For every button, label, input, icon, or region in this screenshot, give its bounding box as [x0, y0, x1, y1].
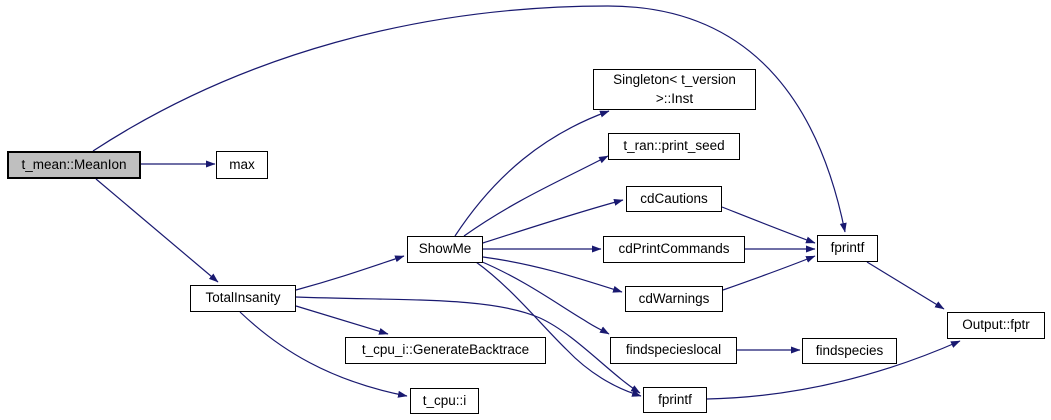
edge-totalinsanity-showme — [295, 255, 405, 291]
node-output-fptr[interactable]: Output::fptr — [947, 312, 1045, 339]
edge-showme-cdwarnings — [482, 256, 623, 293]
node-fprintf-right[interactable]: fprintf — [817, 235, 878, 262]
edge-fprintf-right-outputfptr — [866, 261, 945, 310]
edge-showme-printseed — [463, 155, 609, 237]
edge-meanion-totalinsanity — [95, 178, 219, 283]
node-singleton-inst[interactable]: Singleton< t_version >::Inst — [593, 69, 756, 110]
node-generatebacktrace[interactable]: t_cpu_i::GenerateBacktrace — [345, 337, 546, 364]
node-showme[interactable]: ShowMe — [407, 236, 483, 263]
node-max[interactable]: max — [216, 151, 268, 179]
edge-showme-cdcautions — [482, 198, 624, 244]
edge-cdcautions-fprintf-right — [721, 206, 816, 244]
node-t-cpu-i[interactable]: t_cpu::i — [410, 388, 479, 414]
node-meanion: t_mean::MeanIon — [7, 151, 141, 179]
edge-totalinsanity-tcpui — [239, 311, 408, 398]
edge-totalinsanity-fprintf-bottom — [295, 296, 641, 394]
edge-meanion-fprintf-right — [92, 5, 847, 233]
node-cdcautions[interactable]: cdCautions — [626, 186, 722, 212]
node-cdprintcommands[interactable]: cdPrintCommands — [603, 236, 745, 263]
edge-showme-findspecieslocal — [479, 260, 610, 335]
node-print-seed[interactable]: t_ran::print_seed — [608, 133, 740, 160]
node-cdwarnings[interactable]: cdWarnings — [625, 286, 723, 312]
edge-showme-singleton — [454, 110, 610, 237]
node-fprintf-bottom[interactable]: fprintf — [643, 387, 707, 413]
edge-totalinsanity-generatebacktrace — [295, 305, 389, 335]
edge-cdwarnings-fprintf-right — [722, 255, 816, 291]
edge-showme-fprintf-bottom — [475, 261, 642, 397]
node-findspecieslocal[interactable]: findspecieslocal — [610, 337, 737, 364]
node-findspecies[interactable]: findspecies — [802, 338, 897, 364]
edge-fprintf-bottom-outputfptr — [706, 340, 961, 400]
node-totalinsanity[interactable]: TotalInsanity — [190, 285, 296, 312]
